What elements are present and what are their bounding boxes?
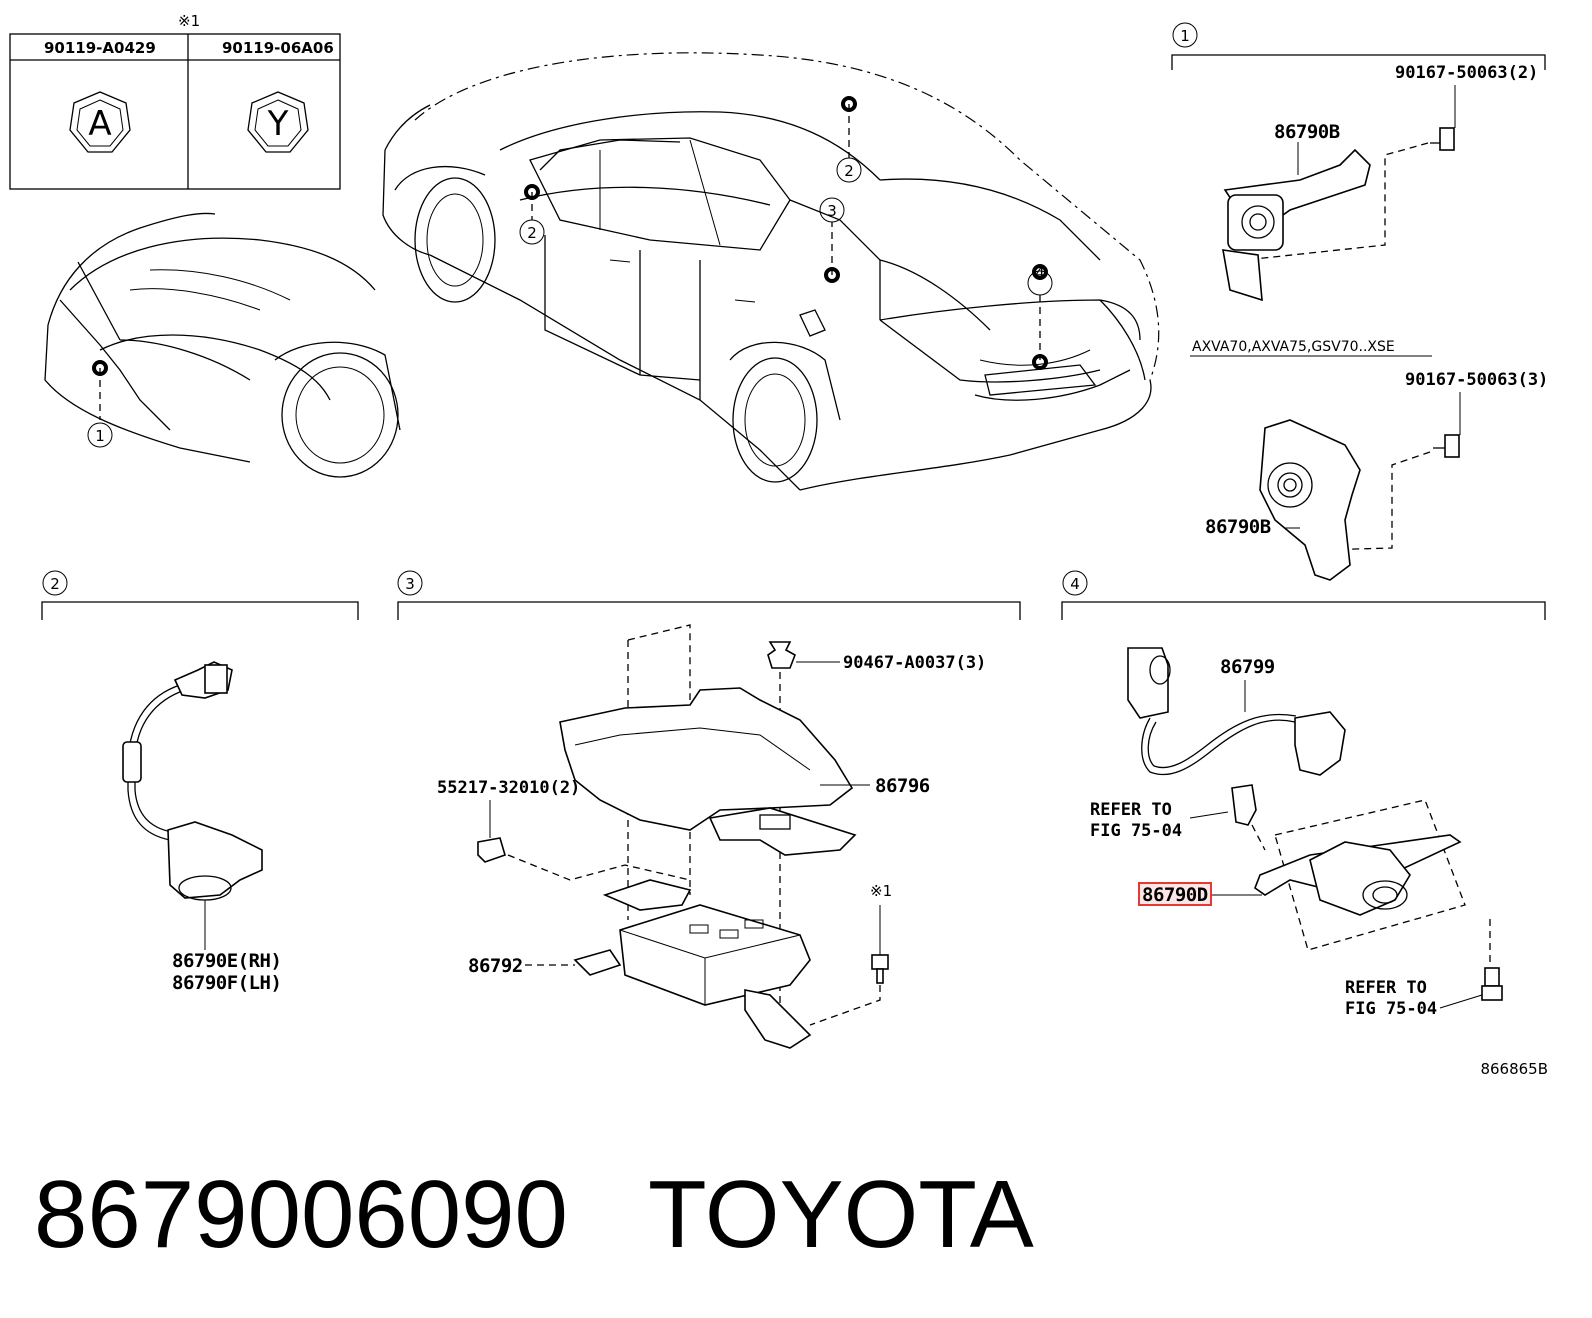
screw-icon bbox=[1433, 434, 1460, 458]
diagram-code: 866865B bbox=[1480, 1060, 1548, 1078]
section-1-tag: 1 bbox=[1180, 27, 1190, 45]
camera-a-part bbox=[1222, 148, 1371, 302]
footer-brand: TOYOTA bbox=[648, 1161, 1034, 1268]
section-3-ecu-label: 86792 bbox=[468, 955, 523, 977]
section-4-refer1-line2: FIG 75-04 bbox=[1090, 821, 1182, 841]
side-camera-part bbox=[122, 661, 263, 901]
callout-3-car: 3 bbox=[827, 202, 837, 220]
harness-part bbox=[1127, 647, 1346, 776]
clip2-icon bbox=[477, 837, 506, 863]
section-4-harness-label: 86799 bbox=[1220, 656, 1275, 678]
section-3-clip-label: 90467-A0037(3) bbox=[843, 653, 986, 673]
callout-2-left: 2 bbox=[527, 224, 537, 242]
section-1-screw-a: 90167-50063(2) bbox=[1395, 63, 1538, 83]
table-note-mark: ※1 bbox=[178, 12, 200, 30]
screw-icon bbox=[1430, 127, 1455, 151]
section-2-camera-rh: 86790E(RH) bbox=[172, 950, 281, 972]
section-3-cover-label: 86796 bbox=[875, 775, 930, 797]
section-1-camera-b-label: 86790B bbox=[1205, 516, 1271, 538]
callout-1-front: 1 bbox=[95, 427, 105, 445]
callout-2-right: 2 bbox=[844, 162, 854, 180]
car-body-drawing: 2 2 3 4 bbox=[382, 52, 1160, 491]
callout-4-car: 4 bbox=[1035, 264, 1045, 282]
section-1: 1 90167-50063(2) 86790B AXVA70,AXVA75,GS… bbox=[1171, 22, 1548, 581]
camera-b-part bbox=[1259, 419, 1361, 581]
section-1-camera-a-label: 86790B bbox=[1274, 121, 1340, 143]
screw-icon bbox=[1481, 967, 1503, 1001]
clip-icon bbox=[1231, 784, 1257, 826]
table-part-no-y: 90119-06A06 bbox=[222, 39, 334, 57]
screw-icon bbox=[871, 954, 889, 984]
section-2: 2 86790E(RH) 86790F(LH) bbox=[41, 570, 359, 994]
section-4-camera-label: 86790D bbox=[1142, 884, 1208, 906]
section-4-refer2-line2: FIG 75-04 bbox=[1345, 999, 1437, 1019]
section-4-refer2-line1: REFER TO bbox=[1345, 978, 1427, 998]
table-part-no-a: 90119-A0429 bbox=[44, 39, 156, 57]
section-3: 3 90467-A0037(3) 86796 55217-32010(2) bbox=[397, 570, 1021, 1049]
section-2-tag: 2 bbox=[50, 575, 60, 593]
fastener-table: ※1 90119-A0429 90119-06A06 A Y bbox=[9, 12, 341, 190]
nut-a-symbol: A bbox=[88, 104, 111, 144]
section-4: 4 86799 REFER TO FIG 75-04 867 bbox=[1061, 570, 1546, 1019]
front-bumper-drawing: 1 bbox=[44, 212, 401, 478]
ecu-part bbox=[573, 879, 812, 1049]
section-4-tag: 4 bbox=[1070, 575, 1080, 593]
clip-icon bbox=[767, 641, 796, 669]
footer-part-number: 8679006090 bbox=[34, 1161, 568, 1268]
section-3-tag: 3 bbox=[405, 575, 415, 593]
section-2-camera-lh: 86790F(LH) bbox=[172, 972, 281, 994]
nut-y-symbol: Y bbox=[267, 104, 289, 144]
camera-d-highlight bbox=[1138, 882, 1212, 906]
section-1-variant-note: AXVA70,AXVA75,GSV70..XSE bbox=[1192, 339, 1395, 355]
camera-d-part bbox=[1254, 834, 1462, 916]
section-1-screw-b: 90167-50063(3) bbox=[1405, 370, 1548, 390]
section-3-clip2-label: 55217-32010(2) bbox=[437, 778, 580, 798]
section-4-refer1-line1: REFER TO bbox=[1090, 800, 1172, 820]
cover-part bbox=[559, 687, 857, 856]
nut-a-icon: A bbox=[69, 91, 131, 153]
nut-y-icon: Y bbox=[247, 91, 309, 153]
section-3-note-mark: ※1 bbox=[870, 882, 892, 900]
